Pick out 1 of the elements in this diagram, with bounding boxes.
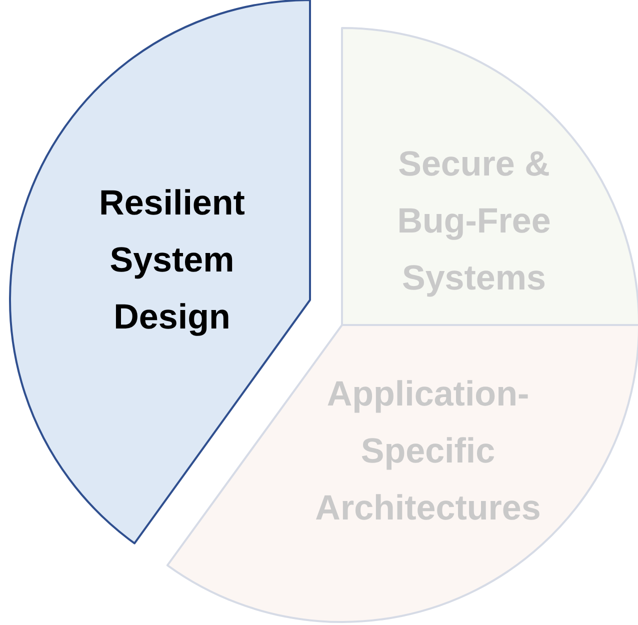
- slice-label: Resilient System Design: [98, 182, 246, 338]
